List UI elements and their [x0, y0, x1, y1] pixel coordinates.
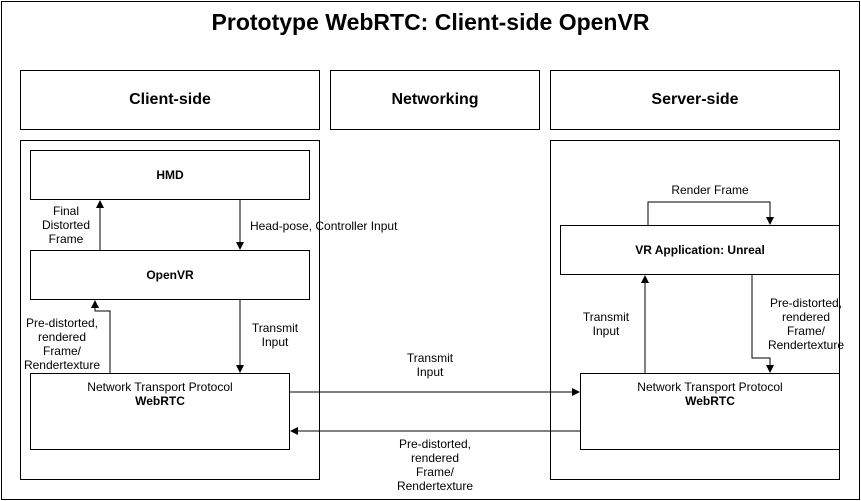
hmd-node: HMD	[30, 150, 310, 200]
label-client-predistorted-frame: Pre-distorted, rendered Frame/ Rendertex…	[23, 316, 101, 372]
arrow-ntp-to-openvr	[91, 300, 111, 373]
arrow-vr-app-to-ntp	[751, 275, 774, 373]
client-ntp-protocol: WebRTC	[135, 394, 185, 408]
client-ntp-label: Network Transport Protocol	[87, 380, 233, 394]
arrow-render-frame-loop	[647, 201, 774, 225]
server-network-transport-node: Network Transport Protocol WebRTC	[580, 373, 840, 450]
column-header-client: Client-side	[20, 70, 320, 130]
label-network-predistorted-frame: Pre-distorted, rendered Frame/ Rendertex…	[396, 437, 474, 493]
label-network-transmit-input: Transmit Input	[406, 351, 454, 379]
openvr-node: OpenVR	[30, 250, 310, 300]
server-ntp-label: Network Transport Protocol	[637, 380, 783, 394]
label-final-distorted-frame: Final Distorted Frame	[41, 204, 91, 246]
vr-application-node: VR Application: Unreal	[560, 225, 840, 275]
label-server-predistorted-frame: Pre-distorted, rendered Frame/ Rendertex…	[767, 296, 845, 352]
column-header-server: Server-side	[550, 70, 840, 130]
label-client-transmit-input: Transmit Input	[251, 321, 299, 349]
label-head-pose-controller-input: Head-pose, Controller Input	[250, 219, 398, 233]
server-ntp-protocol: WebRTC	[685, 394, 735, 408]
column-header-networking: Networking	[330, 70, 540, 130]
label-server-transmit-input: Transmit Input	[582, 310, 630, 338]
client-network-transport-node: Network Transport Protocol WebRTC	[30, 373, 290, 450]
diagram-title: Prototype WebRTC: Client-side OpenVR	[211, 9, 650, 35]
label-render-frame: Render Frame	[671, 183, 749, 197]
